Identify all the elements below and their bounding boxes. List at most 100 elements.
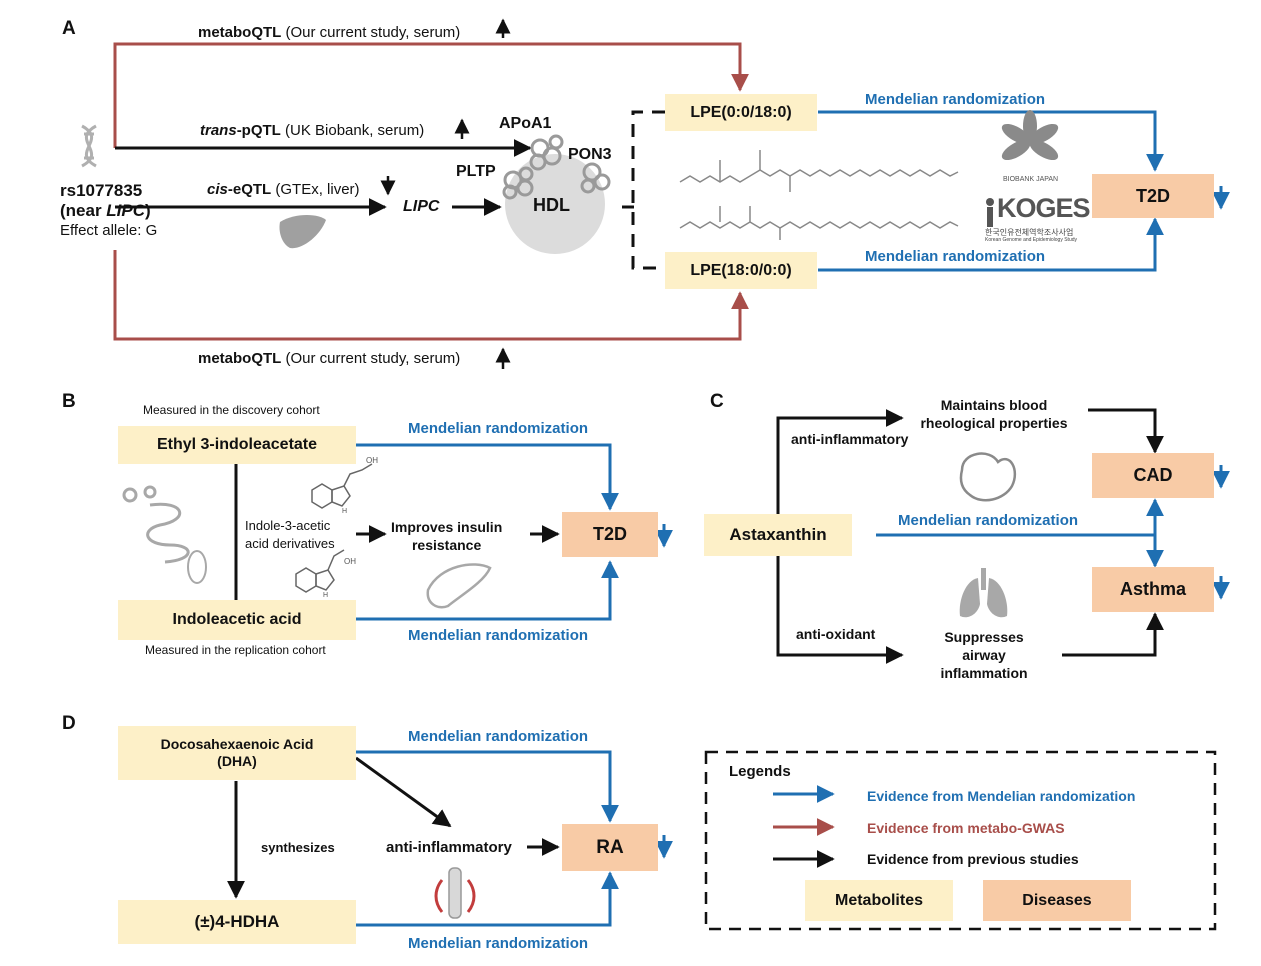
trans-italic: trans: [200, 122, 237, 139]
joint-icon: [434, 867, 476, 919]
ra-box: RA: [562, 824, 658, 871]
pqtl-bold: -pQTL: [236, 122, 281, 139]
lpe-structure-bottom: [679, 206, 959, 240]
hdl-lpe-dashed-bracket: [631, 110, 665, 270]
maintains-line-2: rheological properties: [920, 415, 1068, 432]
mr-bottom-a-arrow: [818, 217, 1164, 272]
astax-to-maintains-arrow: [776, 409, 904, 515]
mr-bottom-b-label: Mendelian randomization: [408, 627, 589, 644]
suppresses-line-3: inflammation: [940, 665, 1028, 682]
hdl-label: HDL: [533, 195, 570, 215]
anti-oxidant-c: anti-oxidant: [796, 626, 876, 642]
koges-text: KOGES: [997, 193, 1091, 223]
metaboqtl-bottom-arrow: [113, 250, 749, 341]
koges-logo-mark: [986, 198, 994, 227]
discovery-note: Measured in the discovery cohort: [143, 403, 320, 417]
legend-mr-label: Evidence from Mendelian randomization: [867, 788, 1136, 804]
trans-pqtl-label: trans-pQTL (UK Biobank, serum): [200, 122, 424, 139]
liver-icon: [279, 215, 326, 249]
panel-label-b: B: [62, 391, 76, 412]
snp-near-gene: (near LIPC): [60, 201, 151, 221]
dna-icon: [81, 124, 97, 168]
mr-top-b-label: Mendelian randomization: [408, 420, 589, 437]
metaboqtl-top-bold: metaboQTL: [198, 24, 282, 41]
snp-gene: LIPC: [106, 201, 146, 220]
chem-nh-label: H: [342, 508, 348, 515]
mr-top-d-arrow: [356, 750, 619, 823]
panel-label-d: D: [62, 713, 76, 734]
chem-oh-label: OH: [366, 456, 378, 465]
mr-c-label: Mendelian randomization: [898, 512, 1079, 529]
gut-icon: [122, 485, 190, 564]
iaa-structure: [295, 549, 345, 593]
panel-label-a: A: [62, 18, 76, 39]
legend-gwas-label: Evidence from metabo-GWAS: [867, 820, 1065, 836]
legend-metabolites: Metabolites: [805, 880, 953, 921]
improves-line-1: Improves insulin: [391, 519, 503, 535]
derivatives-line-2: acid derivatives: [245, 535, 335, 551]
legend-box: [704, 750, 1217, 931]
mr-top-b-arrow: [356, 443, 619, 511]
chem-oh-label-2: OH: [344, 557, 356, 566]
synthesizes-label: synthesizes: [261, 840, 335, 855]
mr-bottom-a-label: Mendelian randomization: [865, 248, 1046, 265]
t2d-box-a: T2D: [1092, 174, 1214, 218]
legend-title: Legends: [729, 763, 791, 780]
iaa-box: Indoleacetic acid: [118, 600, 356, 640]
dha-line-2: (DHA): [217, 753, 257, 769]
mr-bottom-d-arrow: [356, 871, 619, 927]
metaboqtl-bottom-source: (Our current study, serum): [285, 350, 461, 367]
metaboqtl-top-arrow: [113, 42, 749, 148]
trans-pqtl-source: (UK Biobank, serum): [285, 122, 425, 139]
biobank-japan-text: BIOBANK JAPAN: [1003, 176, 1059, 183]
metaboqtl-bottom-label: metaboQTL (Our current study, serum): [198, 350, 460, 367]
mr-bottom-d-label: Mendelian randomization: [408, 935, 589, 952]
maintains-to-cad-arrow: [1088, 408, 1164, 454]
hdha-box: (±)4-HDHA: [118, 900, 356, 944]
snp-near-suffix: ): [145, 201, 151, 220]
suppresses-to-asthma-arrow: [1062, 612, 1164, 657]
chem-nh-label-2: H: [323, 592, 329, 599]
heart-icon: [959, 452, 1017, 502]
cis-italic: cis: [207, 181, 228, 198]
koges-korean-text: 한국인유전체역학조사사업: [985, 228, 1074, 237]
metaboqtl-top-source: (Our current study, serum): [285, 24, 461, 41]
snp-id: rs1077835: [60, 181, 143, 200]
apoa1-label: APoA1: [499, 115, 552, 132]
mr-top-a-label: Mendelian randomization: [865, 91, 1046, 108]
metaboqtl-bottom-bold: metaboQTL: [198, 350, 282, 367]
legend-previous-label: Evidence from previous studies: [867, 851, 1079, 867]
metaboqtl-top-label: metaboQTL (Our current study, serum): [198, 24, 460, 41]
legend-diseases: Diseases: [983, 880, 1131, 921]
asthma-box: Asthma: [1092, 567, 1214, 612]
biobank-japan-logo: [1001, 110, 1059, 161]
ethyl-box: Ethyl 3-indoleacetate: [118, 426, 356, 464]
eqtl-bold: -eQTL: [227, 181, 272, 198]
ethyl-indole-structure: [311, 463, 373, 509]
dha-box: Docosahexaenoic Acid(DHA): [118, 726, 356, 780]
panel-label-c: C: [710, 391, 724, 412]
pltp-label: PLTP: [456, 163, 496, 180]
improves-line-2: resistance: [411, 537, 482, 554]
mr-top-d-label: Mendelian randomization: [408, 728, 589, 745]
lpe-top-box: LPE(0:0/18:0): [665, 94, 817, 131]
protein-blobs: [502, 134, 611, 200]
mr-bottom-b-arrow: [356, 560, 619, 621]
snp-near-prefix: (near: [60, 201, 107, 220]
lungs-icon: [959, 568, 1008, 618]
koges-english-text: Korean Genome and Epidemiology Study: [985, 237, 1078, 243]
cad-box: CAD: [1092, 453, 1214, 498]
anti-inflammatory-c: anti-inflammatory: [791, 431, 909, 447]
lipc-gene: LIPC: [403, 198, 440, 215]
dha-line-1: Docosahexaenoic Acid: [160, 735, 314, 752]
pon3-label: PON3: [568, 146, 612, 163]
pancreas-icon: [426, 563, 492, 609]
suppresses-line-2: airway: [962, 647, 1006, 664]
cis-eqtl-source: (GTEx, liver): [275, 181, 360, 198]
improves-label: Improves insulin resistance: [391, 518, 502, 554]
t2d-box-b: T2D: [562, 512, 658, 557]
